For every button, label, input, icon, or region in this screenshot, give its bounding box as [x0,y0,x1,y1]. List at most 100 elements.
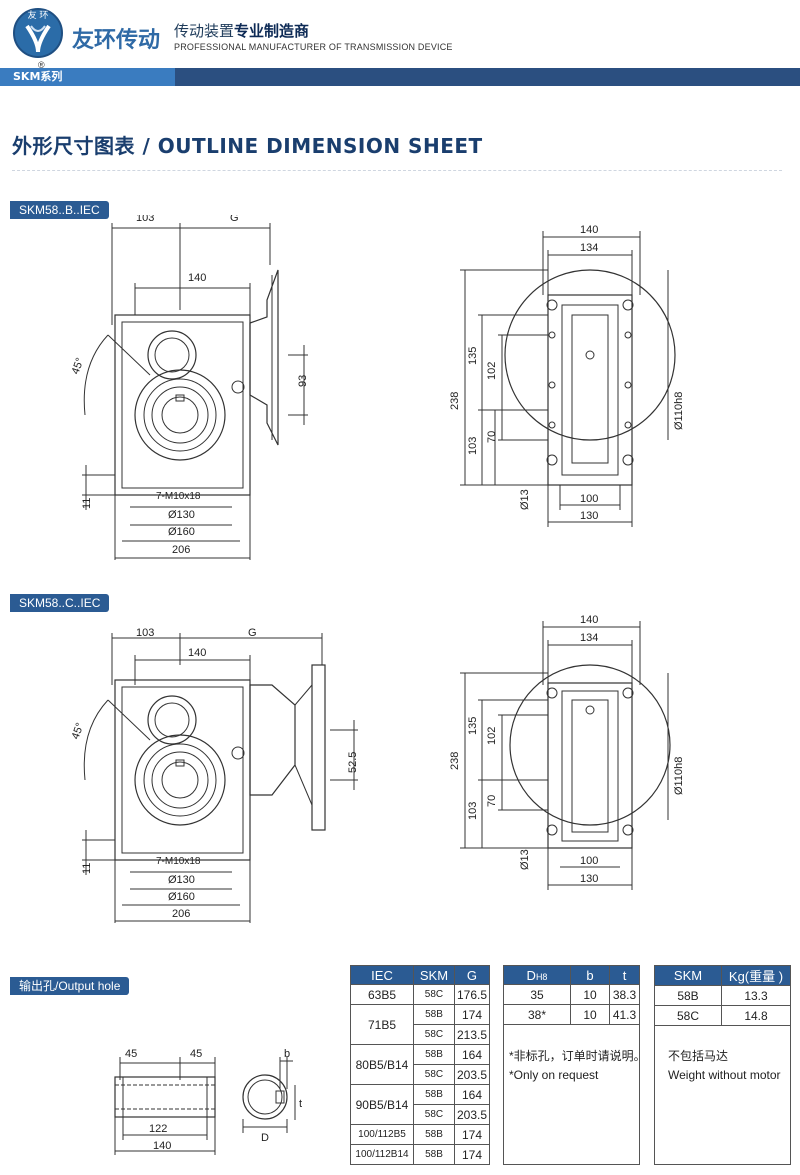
weight-table-header: SKM Kg(重量 ) [654,965,791,986]
c-front-dim-13: Ø13 [519,849,531,870]
skm-cell: 58C [412,1064,455,1085]
c-dim-g: G [248,627,257,639]
slogan-bold: 专业制造商 [234,22,310,40]
kg-cell: 13.3 [721,985,791,1006]
c-dim-206: 206 [172,908,190,920]
g-cell: 174 [453,1004,491,1025]
front-dim-100: 100 [580,493,598,505]
kg-col-header: Kg(重量 ) [721,965,791,986]
slogan-light: 传动装置 [174,22,235,40]
front-view-b-drawing: 140 134 135 102 238 103 70 Ø110h8 Ø13 10… [449,224,685,527]
d-header-text: D [526,967,536,983]
c-dim-angle: 45° [70,721,87,741]
dim-103: 103 [136,215,154,224]
front-dim-238: 238 [449,392,461,410]
table-row: 71B5 58B 174 [350,1004,491,1045]
skm-cell: 58B [654,985,722,1006]
t-col-header: t [609,965,640,985]
dbt-note-en: *Only on request [509,1068,599,1082]
hole-dim-D: D [261,1132,269,1144]
g-cell: 174 [453,1144,491,1165]
c-dim-52: 52.5 [347,752,359,773]
c-dim-bolts: 7-M10x18 [156,856,201,867]
b-cell: 10 [570,984,610,1005]
g-cell: 164 [453,1084,491,1105]
front-dim-130: 130 [580,510,598,522]
table-row: 58C 213.5 [351,1024,491,1045]
table-row: 100/112B14 58B 174 [350,1144,491,1165]
dim-bolts: 7-M10x18 [156,491,201,502]
iec-table: IEC SKM G 63B5 58C 176.5 71B5 58B 174 58… [350,965,491,1165]
table-row: 58C 203.5 [351,1104,491,1125]
g-cell: 213.5 [453,1024,491,1045]
g-cell: 164 [453,1044,491,1065]
skm-cell: 58C [654,1005,722,1026]
section-b-tag: SKM58..B..IEC [10,201,109,219]
hole-dim-b: b [284,1048,290,1060]
c-dim-160: Ø160 [168,891,195,903]
iec-table-header: IEC SKM G [350,965,491,985]
g-cell: 203.5 [453,1104,491,1125]
table-row: 100/112B5 58B 174 [350,1124,491,1145]
c-front-dim-110: Ø110h8 [673,757,685,795]
c-front-dim-238: 238 [449,752,461,770]
c-dim-130: Ø130 [168,874,195,886]
iec-cell: 90B5/B14 [350,1084,414,1125]
c-front-dim-130: 130 [580,873,598,885]
logo-mark-icon [25,24,51,53]
side-view-b-drawing: 103 G 140 93 45° 7-M10x18 Ø130 Ø160 206 … [70,215,309,560]
iec-cell: 71B5 [350,1004,414,1045]
iec-col-header: IEC [350,965,414,985]
skm-cell: 58B [412,1124,455,1145]
c-front-dim-134: 134 [580,632,598,644]
table-row: 80B5/B14 58B 164 [350,1044,491,1085]
front-dim-135: 135 [467,347,479,365]
c-front-dim-102: 102 [486,727,498,745]
dbt-table-header: DH8 b t [503,965,640,985]
g-col-header: G [453,965,491,985]
iec-cell: 80B5/B14 [350,1044,414,1085]
c-front-dim-70: 70 [486,795,498,807]
page-title: 外形尺寸图表 / OUTLINE DIMENSION SHEET [12,134,483,158]
dim-206: 206 [172,544,190,556]
iec-cell: 63B5 [350,984,414,1005]
front-view-c-drawing: 140 134 135 102 238 103 70 Ø110h8 Ø13 10… [449,614,685,890]
weight-note-en: Weight without motor [668,1068,781,1082]
t-cell: 38.3 [609,984,640,1005]
side-view-c-drawing: 103 G 140 52.5 45° 7-M10x18 Ø130 Ø160 20… [70,627,359,923]
hole-dim-45b: 45 [190,1048,202,1060]
d-cell: 38* [503,1004,571,1025]
dim-11: 11 [81,498,93,509]
c-dim-11: 11 [81,863,93,874]
c-front-dim-140: 140 [580,614,598,626]
g-cell: 176.5 [453,984,491,1005]
weight-note-box [654,1024,791,1165]
skm-cell: 58B [412,1144,455,1165]
table-row: 63B5 58C 176.5 [350,984,491,1005]
b-cell: 10 [570,1004,610,1025]
output-hole-tag: 输出孔/Output hole [10,977,130,995]
dbt-table: DH8 b t 35 10 38.3 38* 10 41.3 [503,965,640,1025]
table-row: 58C 203.5 [351,1064,491,1085]
iec-cell: 100/112B14 [350,1144,414,1165]
kg-cell: 14.8 [721,1005,791,1026]
c-front-dim-100: 100 [580,855,598,867]
hole-dim-45a: 45 [125,1048,137,1060]
front-dim-140: 140 [580,224,598,236]
skm-cell: 58B [412,1044,455,1065]
hole-dim-t: t [299,1098,302,1110]
front-dim-70: 70 [486,431,498,443]
dbt-note-box [503,1024,640,1165]
dim-g: G [230,215,239,224]
skm-weight-col-header: SKM [654,965,722,986]
front-dim-13: Ø13 [519,489,531,510]
c-dim-103: 103 [136,627,154,639]
slogan-en: PROFESSIONAL MANUFACTURER OF TRANSMISSIO… [174,42,453,52]
h8-header-text: H8 [535,971,548,982]
skm-cell: 58B [412,1004,455,1025]
hole-dim-122: 122 [149,1123,167,1135]
series-bar [0,68,800,86]
series-tab: SKM系列 [0,68,175,86]
table-row: 58C 14.8 [654,1005,791,1026]
skm-cell: 58C [412,984,455,1005]
